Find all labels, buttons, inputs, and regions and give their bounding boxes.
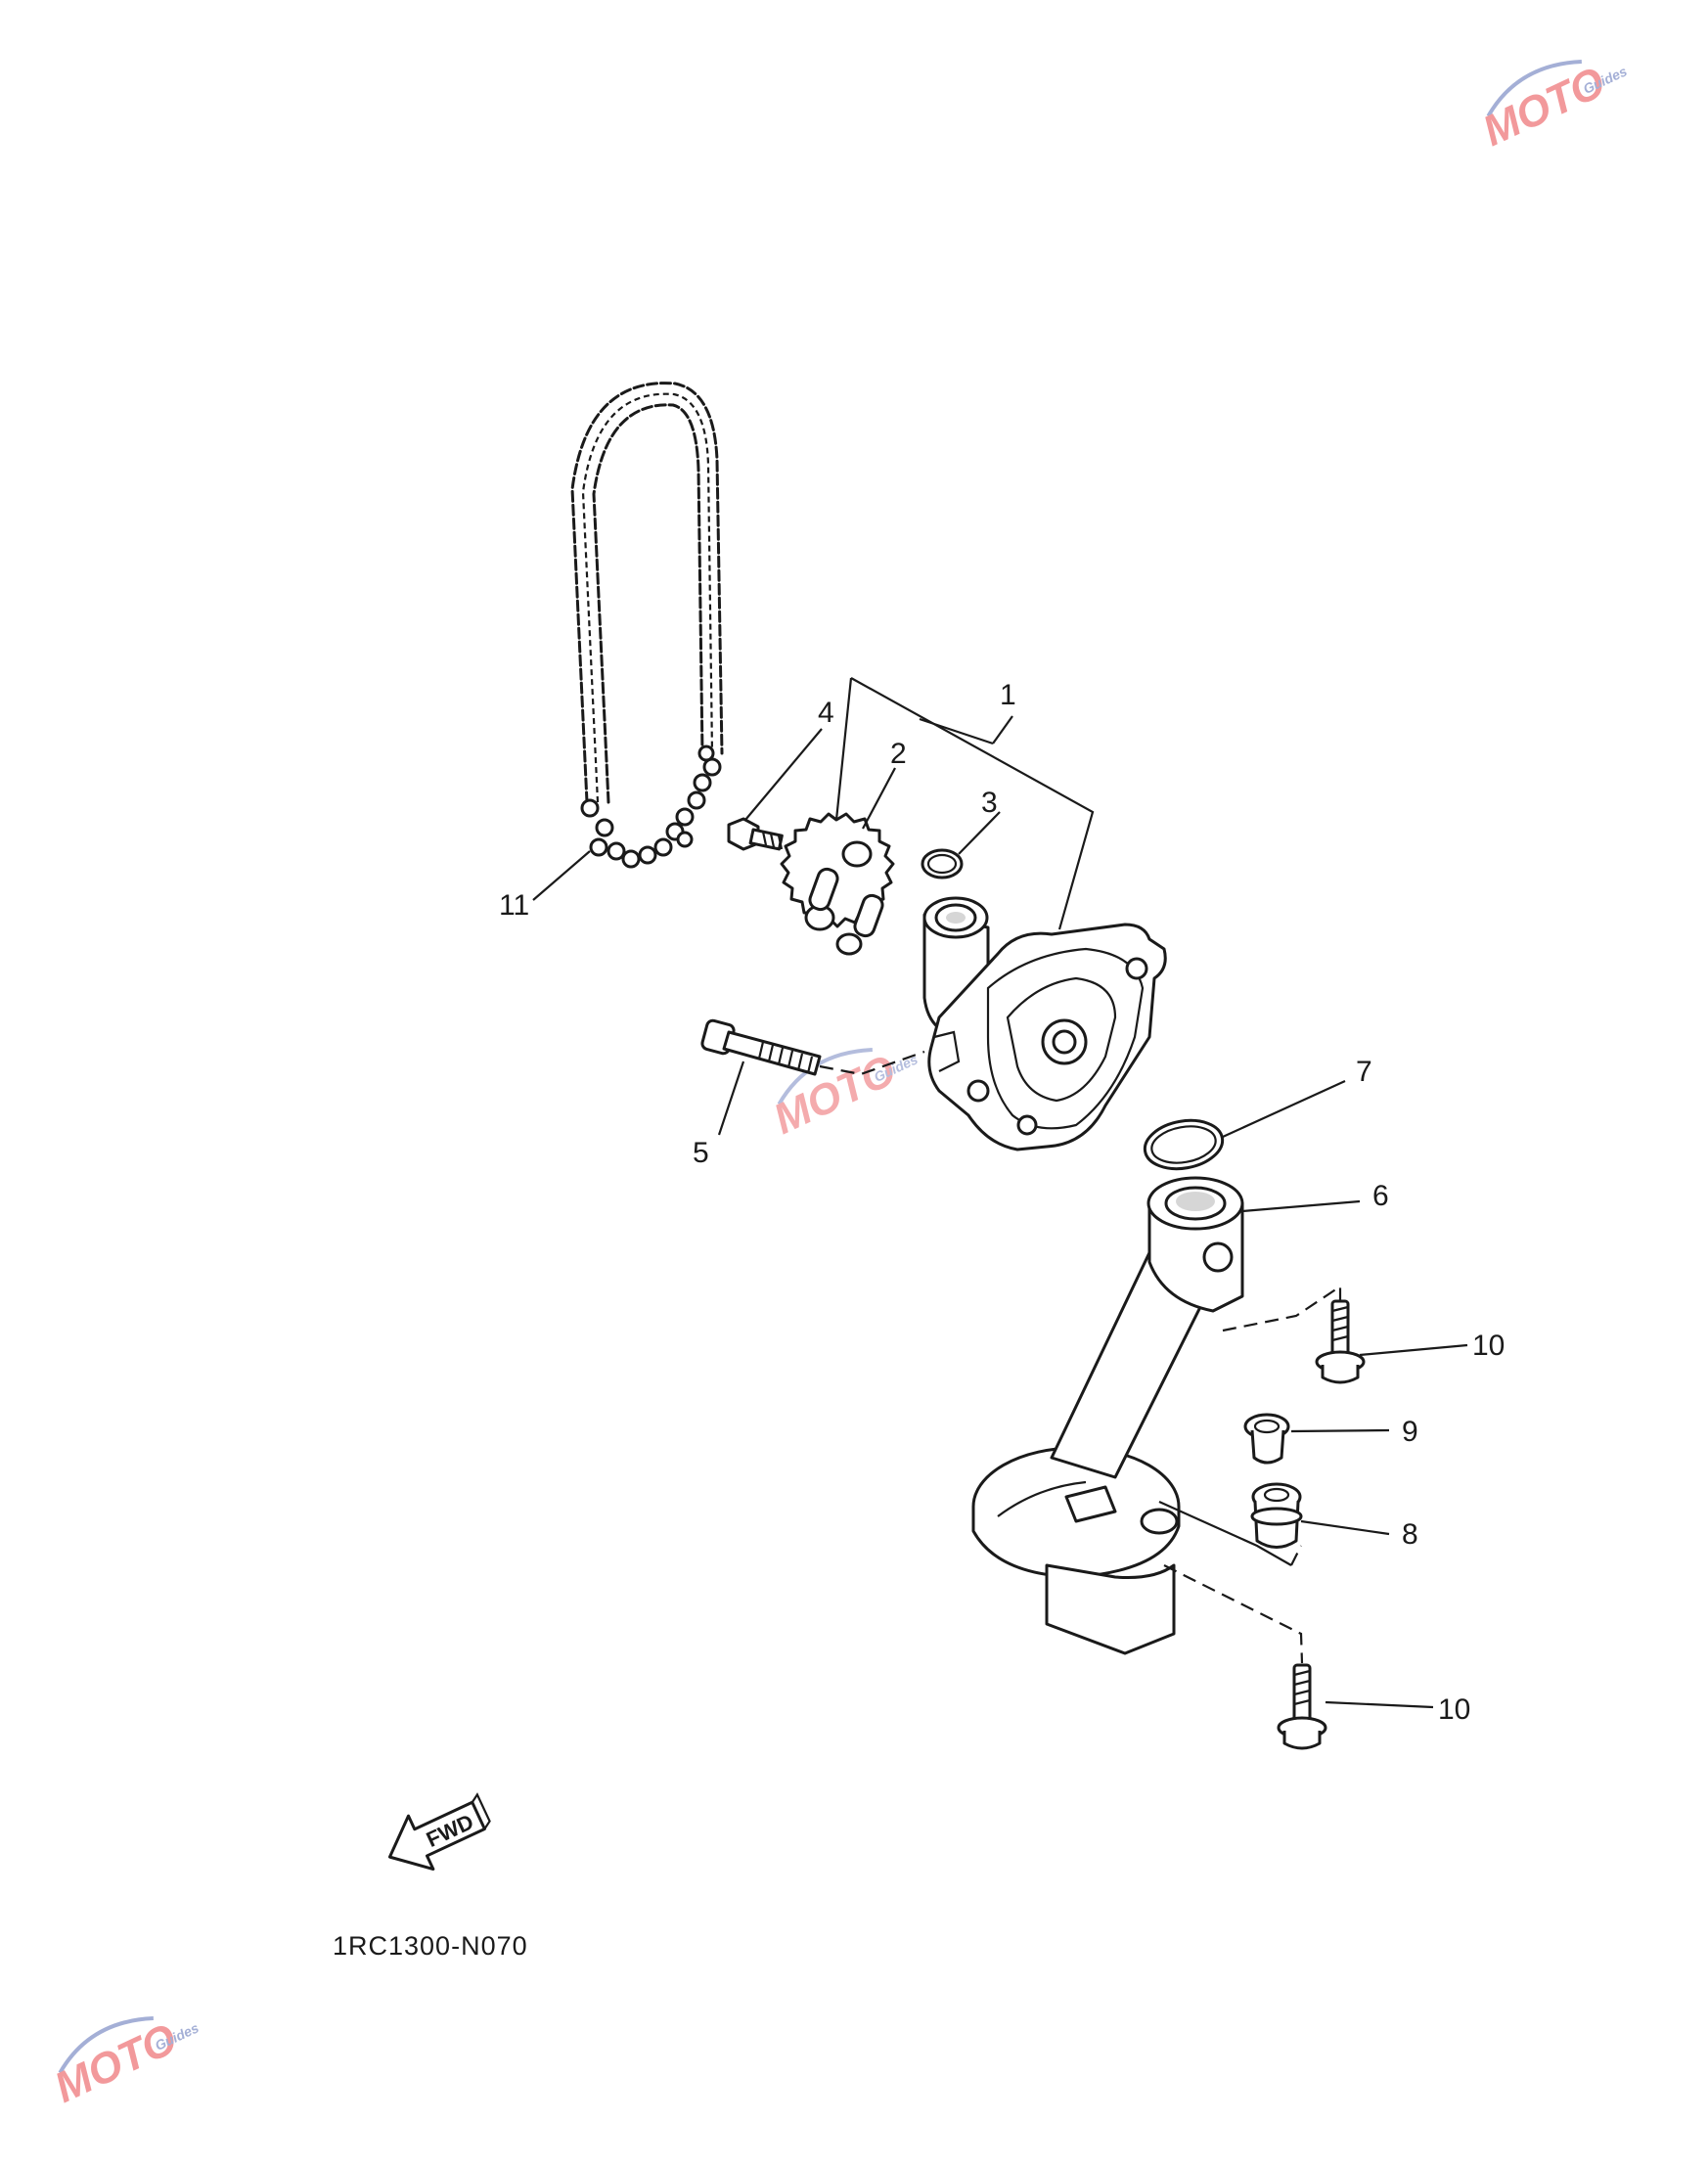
strainer-bolt-lower [1277, 1663, 1327, 1750]
callout-1: 1 [1000, 679, 1016, 711]
fwd-arrow: FWD [387, 1792, 491, 1872]
watermark-logo-bottom: MOTO Guides [48, 2014, 202, 2112]
callout-8: 8 [1402, 1518, 1418, 1551]
sprocket-bolt [727, 817, 784, 851]
callout-6: 6 [1372, 1180, 1389, 1212]
pump-mounting-bolt [700, 1018, 925, 1076]
callout-labels: 1 2 3 4 5 6 7 8 9 10 10 11 [499, 679, 1505, 1726]
callout-4: 4 [818, 697, 834, 729]
leader-lines [532, 677, 1468, 1709]
callout-7: 7 [1356, 1056, 1372, 1088]
o-ring [1143, 1118, 1225, 1171]
callout-5: 5 [693, 1137, 709, 1169]
oil-pump-sprocket [780, 812, 895, 956]
collar [1243, 1413, 1290, 1465]
strainer-bolt-upper [1315, 1299, 1366, 1384]
watermark-logo-text: MOTO [1476, 58, 1613, 156]
callout-9: 9 [1402, 1416, 1418, 1448]
callout-2: 2 [890, 738, 907, 770]
grommet [1250, 1482, 1303, 1549]
callout-10-lower: 10 [1438, 1693, 1470, 1726]
oil-pump-assembly [922, 896, 1167, 1151]
oil-strainer [971, 1176, 1244, 1655]
fwd-arrow-icon [387, 1800, 486, 1872]
callout-3: 3 [981, 787, 998, 819]
drawing-code: 1RC1300-N070 [333, 1931, 528, 1961]
watermark-logo-center: MOTO Guides [767, 1046, 921, 1144]
callout-10-upper: 10 [1472, 1330, 1505, 1362]
drive-chain [570, 382, 724, 869]
chain-links-bottom [580, 745, 722, 869]
watermark-logo-text: MOTO [48, 2014, 185, 2112]
callout-11: 11 [499, 889, 529, 922]
watermark-logo-top: MOTO Guides [1476, 58, 1630, 156]
circlip [921, 848, 964, 880]
